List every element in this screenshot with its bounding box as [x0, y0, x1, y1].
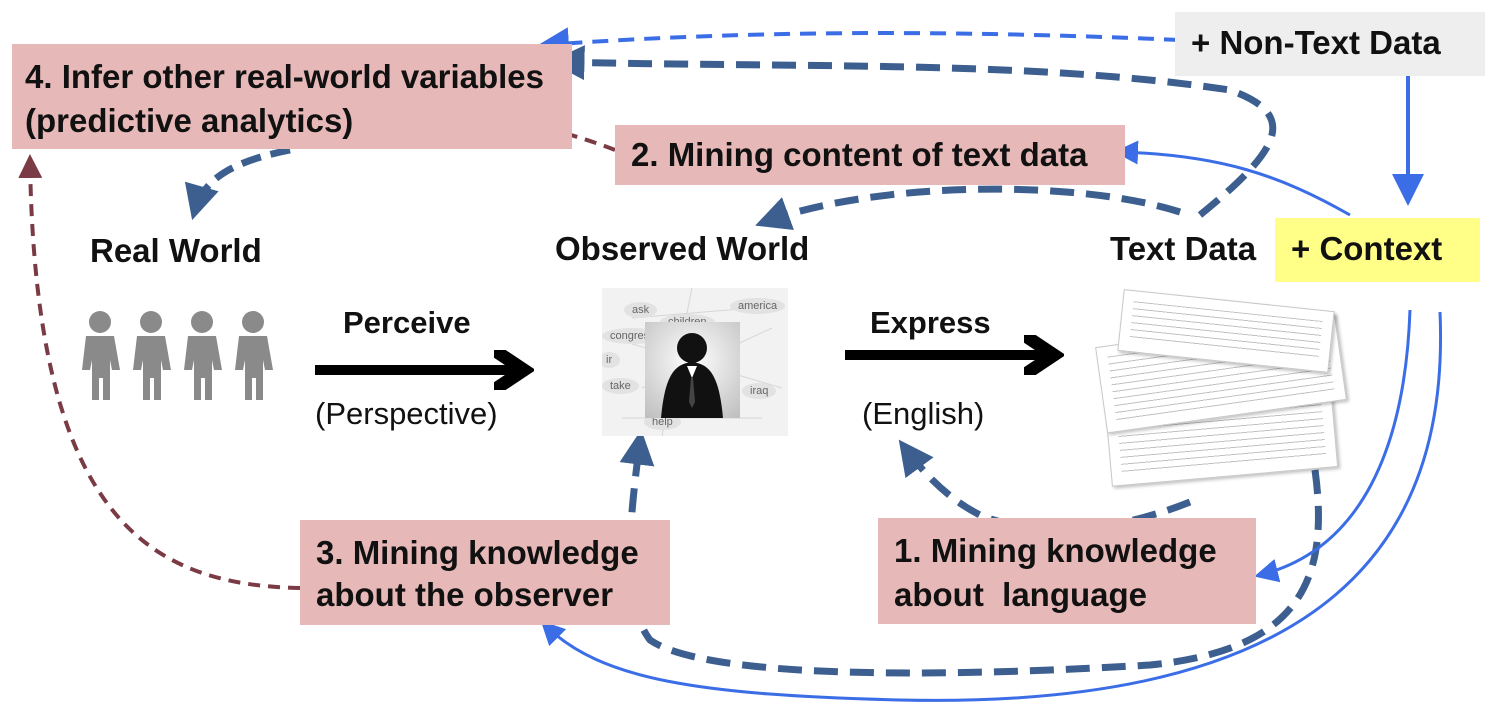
observer-icon [645, 322, 740, 418]
context-to-language-arrow [1254, 309, 1412, 583]
observer-to-infer-arrow [18, 154, 301, 590]
real-world-heading: Real World [90, 232, 262, 269]
perceive-label: Perceive [343, 305, 471, 340]
cloud-word: take [602, 378, 639, 394]
mining-language-line2: about language [894, 576, 1148, 613]
observed-world-heading: Observed World [555, 230, 810, 267]
perspective-label: (Perspective) [315, 396, 498, 431]
context-box: + Context [1275, 218, 1480, 282]
context-to-content-arrow [1114, 140, 1351, 217]
text-data-heading: Text Data [1110, 230, 1257, 267]
cloud-word: ask [624, 302, 658, 318]
text-to-observed-arrow [755, 185, 1182, 231]
text-to-infer-arrow [549, 45, 1277, 218]
infer-to-real-world-arrow [184, 146, 291, 221]
non-text-data-label: + Non-Text Data [1191, 24, 1441, 61]
infer-box: 4. Infer other real-world variables (pre… [12, 44, 572, 149]
mining-observer-box: 3. Mining knowledge about the observer [300, 520, 670, 625]
cloud-word: iraq [742, 383, 777, 399]
mining-language-box: 1. Mining knowledge about language [878, 518, 1256, 624]
mining-observer-line2: about the observer [316, 576, 614, 613]
mining-content-box: 2. Mining content of text data [615, 125, 1125, 185]
non-text-to-infer-arrow [537, 27, 1181, 60]
people-icon [82, 311, 273, 400]
cloud-word: ir [602, 352, 621, 368]
mining-content-label: 2. Mining content of text data [631, 136, 1088, 173]
infer-line1: 4. Infer other real-world variables [25, 58, 545, 95]
express-label: Express [870, 305, 991, 340]
english-label: (English) [862, 396, 985, 431]
mining-language-line1: 1. Mining knowledge [894, 532, 1217, 569]
cloud-word: america [730, 298, 786, 314]
infer-line2: (predictive analytics) [25, 102, 354, 139]
mining-observer-line1: 3. Mining knowledge [316, 534, 639, 571]
context-to-observer-arrow [540, 311, 1443, 702]
non-text-data-box: + Non-Text Data [1175, 12, 1485, 76]
context-label: + Context [1291, 230, 1443, 267]
cloud-word: help [644, 414, 681, 430]
